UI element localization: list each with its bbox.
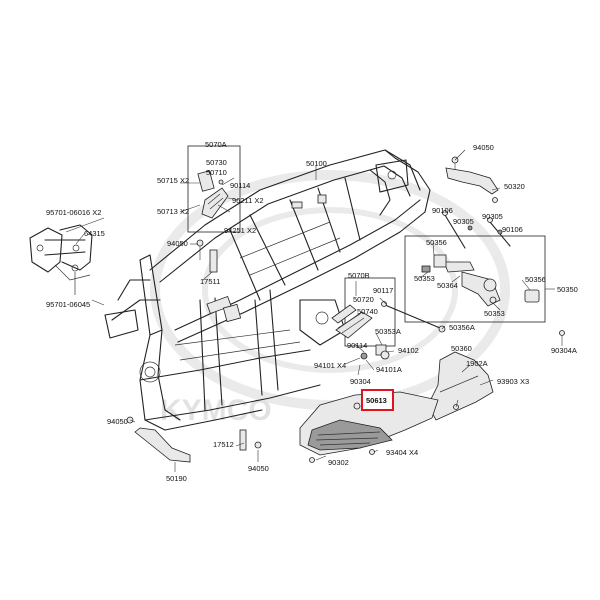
label-50353A: 50353A <box>375 327 401 336</box>
label-17512: 17512 <box>213 440 234 449</box>
label-90117: 90117 <box>373 286 393 295</box>
label-17511: 17511 <box>200 277 220 286</box>
label-90302: 90302 <box>328 458 349 467</box>
label-90114-upper: 90114 <box>230 181 250 190</box>
label-94050-left: 94050 <box>107 417 128 426</box>
label-93404: 93404 X4 <box>386 448 418 457</box>
label-95701-06045: 95701-06045 <box>46 300 90 309</box>
label-50356A: 50356A <box>449 323 475 332</box>
label-94251: 94251 X2 <box>224 226 256 235</box>
label-94101A: 94101A <box>376 365 402 374</box>
label-90305-a: 90305 <box>453 217 474 226</box>
label-50715: 50715 X2 <box>157 176 189 185</box>
label-50360: 50360 <box>451 344 472 353</box>
label-5070B: 5070B <box>348 271 370 280</box>
leader-lines <box>65 149 555 472</box>
bolts-misc <box>126 239 565 451</box>
label-50720: 50720 <box>353 295 374 304</box>
label-50350: 50350 <box>557 285 578 294</box>
label-50740: 50740 <box>357 307 378 316</box>
label-50353-a: 50353 <box>414 274 435 283</box>
part-labels: 5070A 50730 50710 90114 50715 X2 50713 X… <box>46 140 578 483</box>
highlight-callout-50613[interactable]: 50613 <box>361 389 394 411</box>
label-94102: 94102 <box>398 346 419 355</box>
label-50713: 50713 X2 <box>157 207 189 216</box>
label-90305-b: 90305 <box>482 212 503 221</box>
label-64315: 64315 <box>84 229 105 238</box>
label-95701-06016: 95701-06016 X2 <box>46 208 101 217</box>
under-guard-50613 <box>299 391 459 463</box>
highlight-box[interactable] <box>361 389 394 411</box>
label-94101-x4: 94101 X4 <box>314 361 346 370</box>
label-5070A: 5070A <box>205 140 227 149</box>
label-50364: 50364 <box>437 281 458 290</box>
footrest-group-5070A <box>187 145 241 233</box>
label-94050-mid: 94050 <box>167 239 188 248</box>
label-90304: 90304 <box>350 377 371 386</box>
label-50730: 50730 <box>206 158 227 167</box>
main-frame-50100 <box>104 149 431 431</box>
bracket-50320 <box>445 156 499 203</box>
watermark-text: KYMCO <box>160 394 272 427</box>
label-50100: 50100 <box>306 159 327 168</box>
label-50356-a: 50356 <box>426 238 447 247</box>
label-50613: 50613 <box>366 396 387 405</box>
label-94050-bottom: 94050 <box>248 464 269 473</box>
head-bracket-64315 <box>29 224 93 295</box>
label-94050-top: 94050 <box>473 143 494 152</box>
label-96211: 96211 X2 <box>232 196 264 205</box>
label-90106-a: 90106 <box>432 206 453 215</box>
label-90114-lower: 90114 <box>347 341 367 350</box>
bolts-90106-90305 <box>442 210 511 249</box>
footrest-group-5070B <box>331 277 396 347</box>
main-stand-group-50350 <box>404 235 546 323</box>
lower-cover-1902A <box>427 351 494 421</box>
label-50320: 50320 <box>504 182 525 191</box>
label-1902A: 1902A <box>466 359 488 368</box>
label-90304A: 90304A <box>551 346 577 355</box>
plate-50190 <box>134 427 191 463</box>
label-50710: 50710 <box>206 168 227 177</box>
label-93903: 93903 X3 <box>497 377 529 386</box>
label-50353-b: 50353 <box>484 309 505 318</box>
label-50190: 50190 <box>166 474 187 483</box>
label-50356-b: 50356 <box>525 275 546 284</box>
label-90106-b: 90106 <box>502 225 523 234</box>
